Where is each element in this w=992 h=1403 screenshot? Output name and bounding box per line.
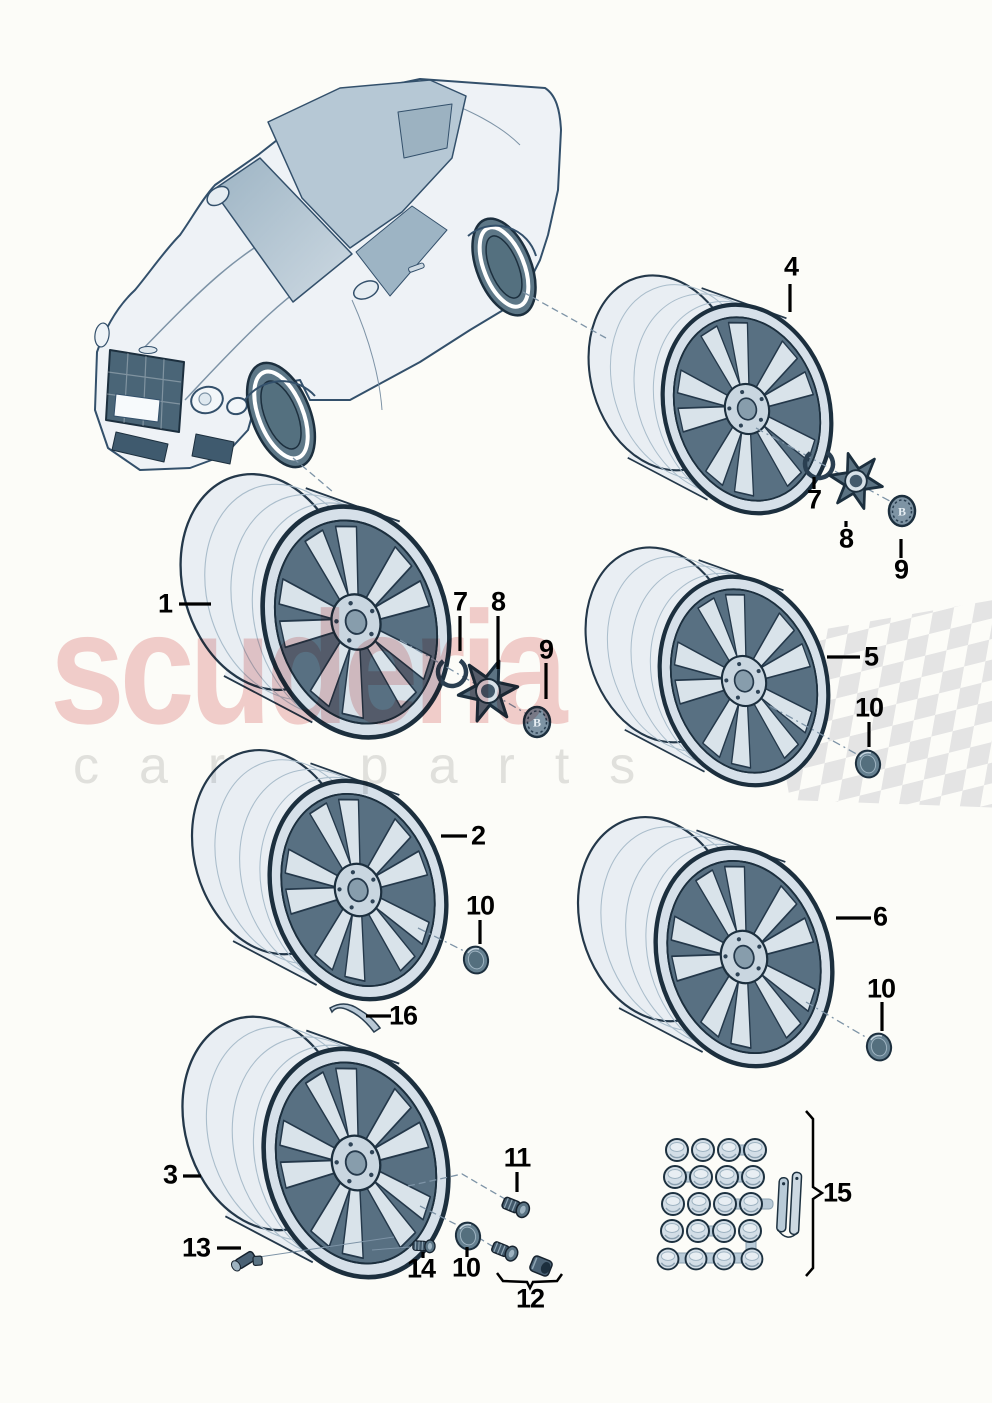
car-mirror-right xyxy=(352,280,380,300)
car-emblem xyxy=(138,346,158,354)
callout-8b[interactable]: 8 xyxy=(490,586,506,617)
callout-11[interactable]: 11 xyxy=(503,1142,532,1173)
car-windshield xyxy=(212,157,353,303)
car-side-window xyxy=(355,205,448,297)
cap-removal-tool xyxy=(776,1171,803,1238)
callout-9a[interactable]: 9 xyxy=(893,554,909,585)
callout-2[interactable]: 2 xyxy=(470,820,486,851)
svg-text:B: B xyxy=(898,505,906,519)
car-door-handle xyxy=(408,262,425,273)
car-mirror-left xyxy=(206,185,230,207)
leader-lines xyxy=(179,284,903,1291)
callout-3[interactable]: 3 xyxy=(162,1159,178,1190)
callout-8a[interactable]: 8 xyxy=(838,523,854,554)
car-illustration xyxy=(94,78,562,471)
car-headlight-far xyxy=(94,322,110,348)
car-front-wheel xyxy=(245,361,317,469)
centre-cap-10c xyxy=(862,1029,896,1065)
callout-4[interactable]: 4 xyxy=(783,251,799,282)
callout-10b[interactable]: 10 xyxy=(465,890,495,921)
callout-6[interactable]: 6 xyxy=(872,901,888,932)
bolt-sleeve-12 xyxy=(529,1255,553,1277)
svg-text:B: B xyxy=(533,716,541,730)
callout-7a[interactable]: 7 xyxy=(806,484,822,515)
bolt-cap-set-15 xyxy=(656,1138,803,1271)
hub-badge-9b: B xyxy=(522,705,552,739)
callout-10d[interactable]: 10 xyxy=(451,1252,481,1283)
callout-15[interactable]: 15 xyxy=(822,1177,852,1208)
alloy-wheel-2 xyxy=(169,731,472,1020)
centre-cap-10b xyxy=(459,942,493,978)
callout-12[interactable]: 12 xyxy=(515,1283,545,1314)
car-intake-left xyxy=(111,431,169,463)
callout-14[interactable]: 14 xyxy=(406,1253,436,1284)
alloy-wheel-1 xyxy=(156,454,476,760)
car-license-plate xyxy=(113,393,161,423)
tyre-valve-13 xyxy=(231,1250,263,1272)
callout-10a[interactable]: 10 xyxy=(854,692,884,723)
callout-5[interactable]: 5 xyxy=(863,641,879,672)
callout-16[interactable]: 16 xyxy=(388,1000,418,1031)
car-rear-window xyxy=(397,103,453,159)
alloy-wheel-6 xyxy=(555,798,858,1087)
callout-1[interactable]: 1 xyxy=(157,588,173,619)
bolt-14 xyxy=(411,1238,437,1254)
bolt-caps xyxy=(656,1138,767,1271)
small-parts: B B xyxy=(231,445,917,1277)
callout-9b[interactable]: 9 xyxy=(538,634,554,665)
car-intake-right xyxy=(191,433,235,465)
valve-11 xyxy=(499,1193,533,1221)
hub-badge-9a: B xyxy=(887,494,917,528)
callout-13[interactable]: 13 xyxy=(181,1232,211,1263)
wheel-bolt-12 xyxy=(489,1238,521,1264)
callout-10c[interactable]: 10 xyxy=(866,973,896,1004)
callout-7b[interactable]: 7 xyxy=(452,586,468,617)
car-rear-wheel xyxy=(471,217,537,317)
balance-weight-16 xyxy=(329,1003,382,1034)
